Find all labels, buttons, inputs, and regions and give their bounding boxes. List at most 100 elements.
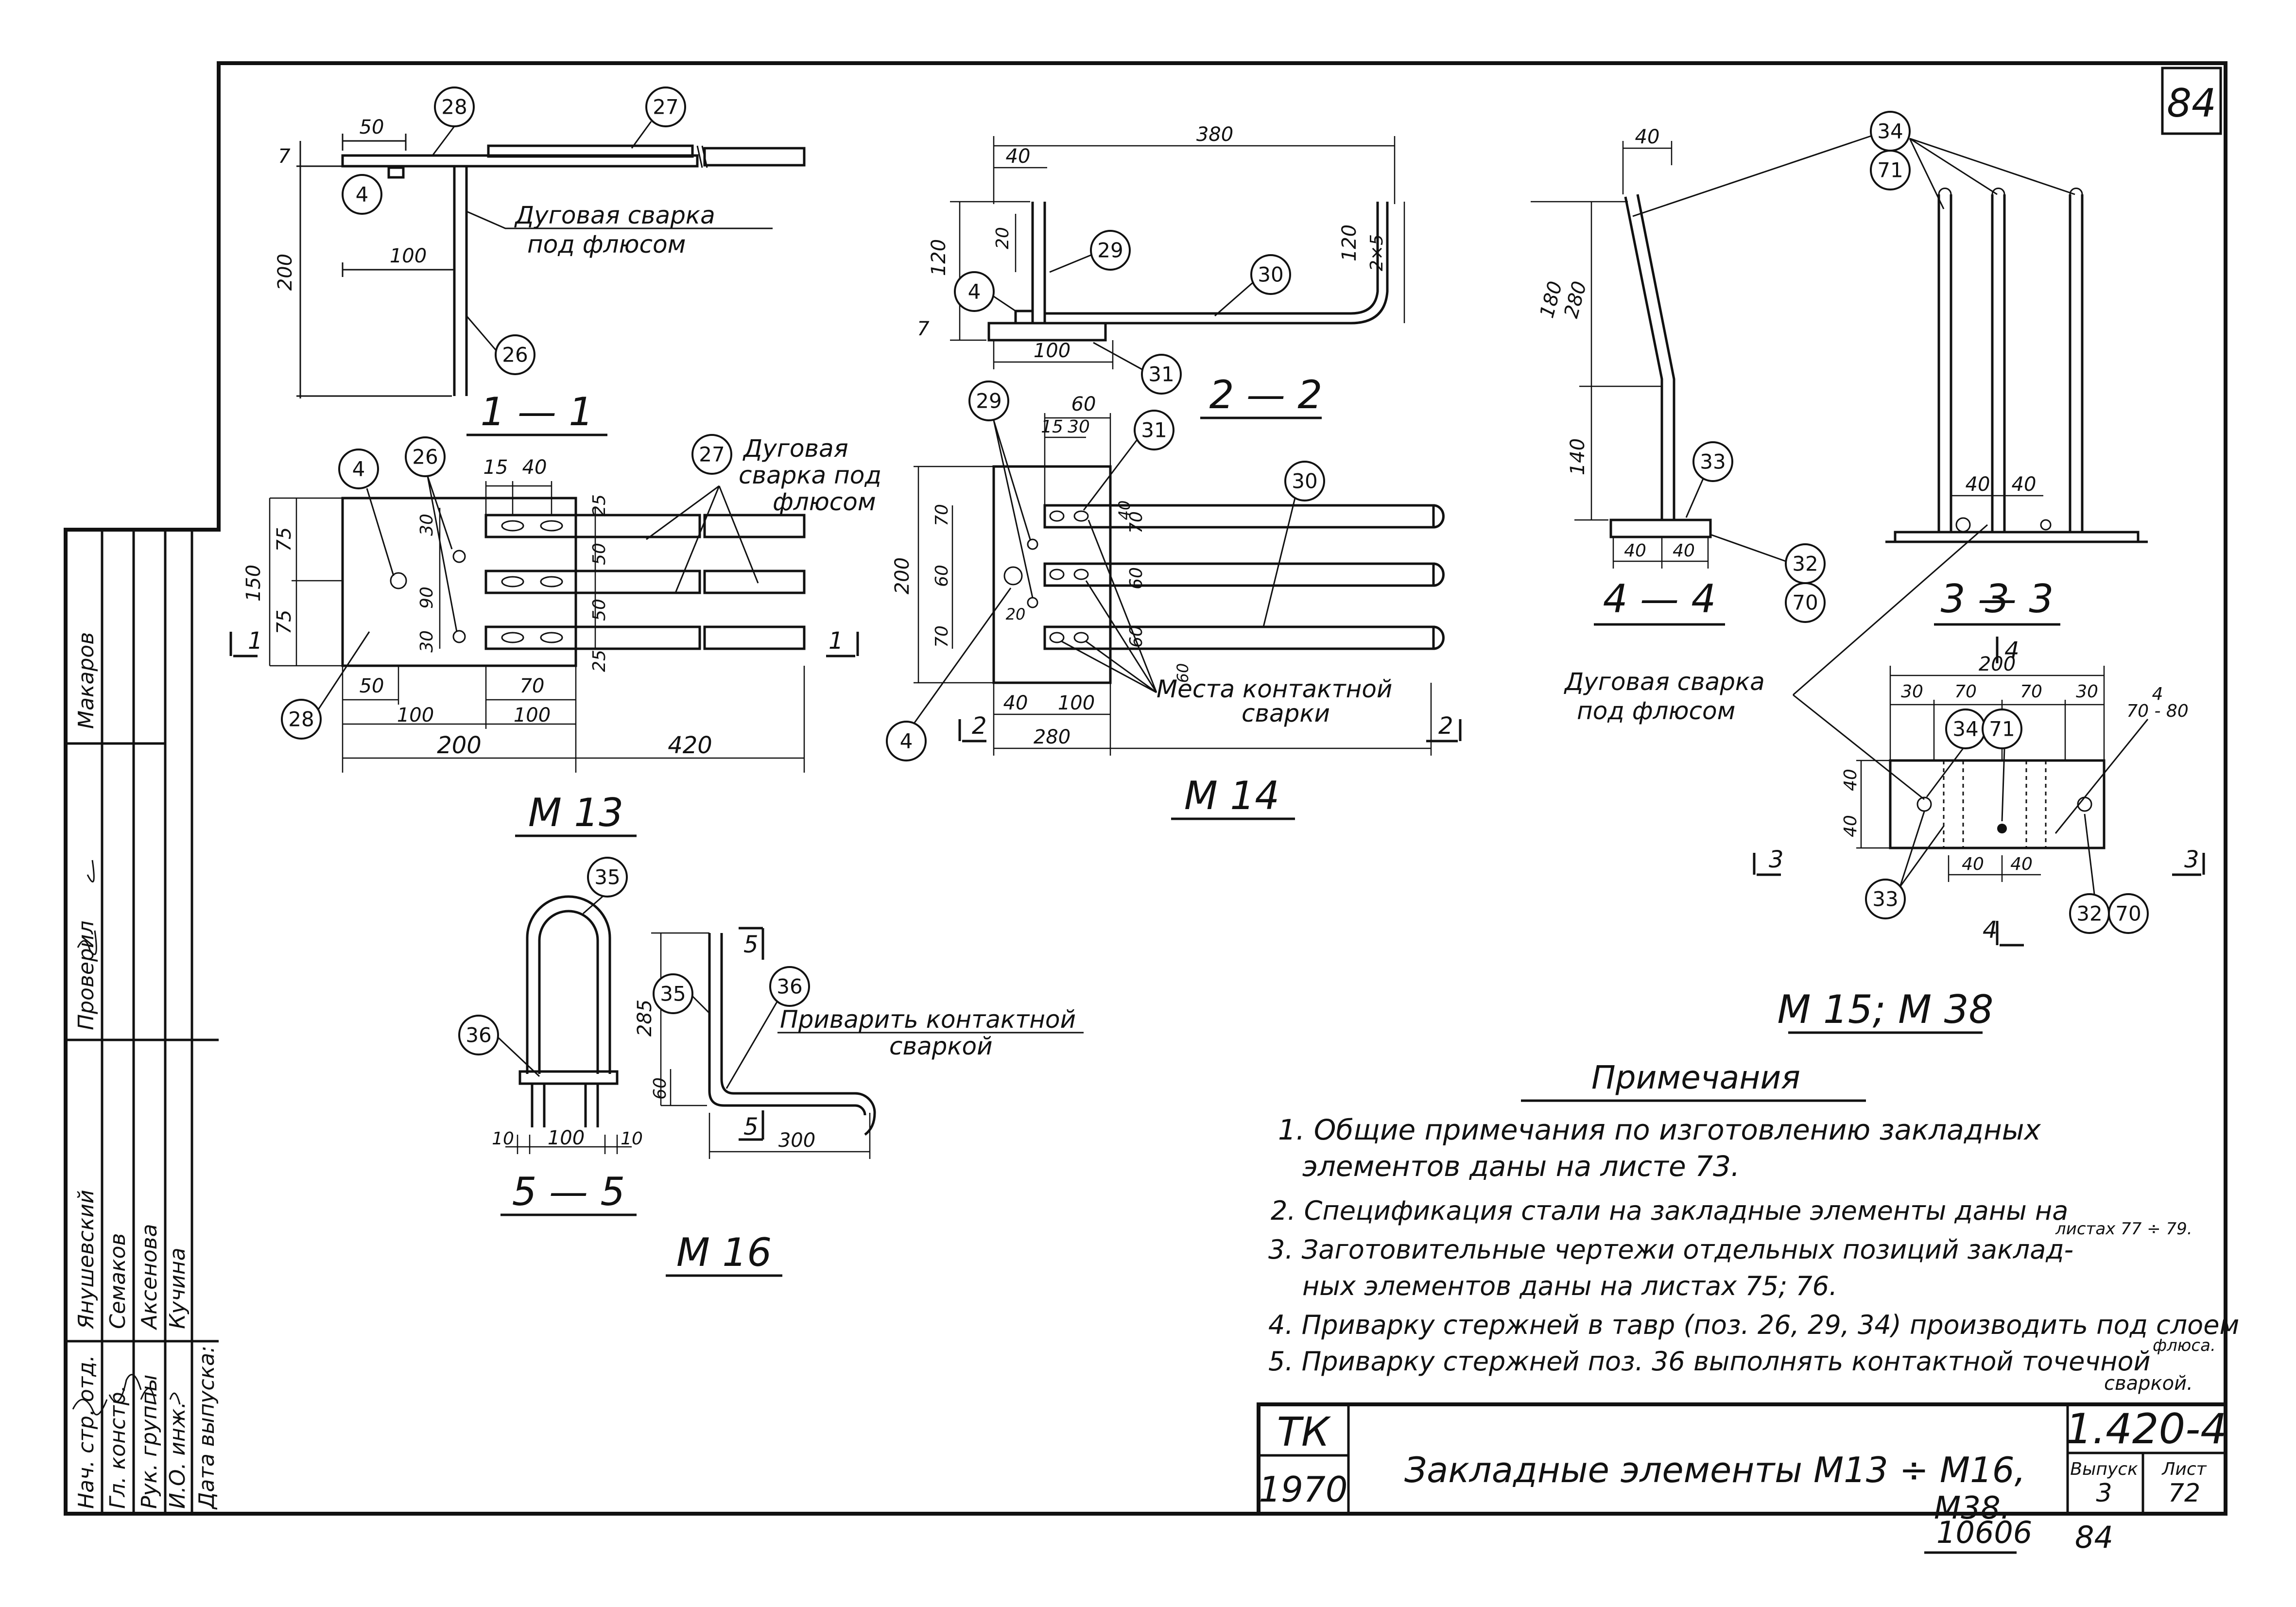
bubble-4-v22: 4 [954, 271, 995, 312]
svg-text:сваркой: сваркой [889, 1032, 993, 1060]
note-line-1: 1. Общие примечания по изготовлению закл… [1278, 1113, 2041, 1146]
name-a-4: Кучина [165, 1247, 190, 1329]
svg-text:3: 3 [1769, 846, 1784, 873]
svg-text:Дуговая сварка: Дуговая сварка [1564, 668, 1765, 696]
role-4: И.О. инж. [165, 1402, 190, 1509]
bubble-32-m15: 32 [2069, 893, 2110, 934]
svg-text:100: 100 [514, 704, 551, 726]
note-line-6: ных элементов даны на листах 75; 76. [1302, 1271, 1837, 1301]
svg-text:120: 120 [1338, 225, 1361, 261]
signature-scribble-2 [77, 860, 97, 955]
view-2-2: 380 40 120 20 7 100 120 2×5 29 4 30 31 2… [917, 123, 1405, 419]
svg-text:7: 7 [278, 145, 291, 168]
svg-text:40: 40 [1635, 126, 1660, 148]
view-label-3-3: 3 [1985, 576, 2010, 622]
svg-text:40: 40 [1841, 769, 1861, 791]
svg-text:100: 100 [1034, 340, 1070, 362]
svg-text:27: 27 [653, 95, 678, 119]
title-year: 1970 [1259, 1469, 1347, 1510]
element-m13: 150 75 75 15 40 30 90 30 25 50 50 25 50 … [229, 434, 881, 837]
svg-text:Дуговая сварка: Дуговая сварка [514, 201, 715, 229]
svg-text:Дуговая: Дуговая [742, 434, 848, 463]
title-main: Закладные элементы М13 ÷ М16, [1404, 1450, 2025, 1490]
svg-text:71: 71 [1877, 158, 1903, 182]
svg-text:4: 4 [968, 280, 981, 304]
svg-text:29: 29 [976, 389, 1001, 413]
svg-text:30: 30 [1292, 469, 1317, 493]
bubble-35b-m16: 35 [653, 973, 693, 1014]
svg-text:сварка под: сварка под [739, 461, 881, 489]
note-line-2: элементов даны на листе 73. [1302, 1150, 1740, 1183]
svg-text:100: 100 [548, 1127, 585, 1149]
svg-text:40: 40 [1624, 541, 1646, 561]
role-1: Нач. стр. отд. [74, 1355, 99, 1509]
view-label-1-1: 1 — 1 [481, 389, 594, 434]
svg-text:4: 4 [2004, 637, 2020, 664]
svg-text:под флюсом: под флюсом [527, 230, 686, 259]
title-series: 1.420-4 [2066, 1405, 2227, 1453]
element-m15-m38: 200 30 70 70 30 4 70 - 80 40 40 40 40 Ду… [1564, 524, 2205, 1034]
svg-text:75: 75 [273, 527, 295, 552]
svg-text:60: 60 [932, 565, 952, 587]
bubble-4-m13: 4 [338, 449, 379, 489]
svg-text:100: 100 [1058, 692, 1095, 714]
notes-heading: Примечания [1591, 1059, 1800, 1096]
title-main-2: М38. [1934, 1490, 2010, 1526]
svg-text:Места контактной: Места контактной [1157, 675, 1392, 703]
svg-text:30: 30 [1258, 263, 1283, 287]
svg-text:200: 200 [274, 254, 296, 291]
svg-text:200: 200 [437, 732, 482, 759]
view-label-m13: М 13 [528, 790, 623, 835]
svg-text:32: 32 [1792, 552, 1818, 576]
svg-text:7: 7 [917, 318, 930, 340]
bubble-30-v22: 30 [1250, 254, 1291, 295]
svg-text:34: 34 [1952, 717, 1978, 741]
svg-text:380: 380 [1196, 123, 1233, 146]
svg-text:4: 4 [356, 183, 369, 207]
svg-text:40: 40 [1966, 473, 1990, 496]
svg-text:70: 70 [2115, 902, 2141, 926]
svg-text:70: 70 [1792, 591, 1818, 615]
svg-text:40: 40 [1006, 145, 1031, 168]
bubble-70-v44: 70 [1785, 582, 1826, 623]
note-line-8: флюса. [2153, 1336, 2216, 1355]
sheet-number: 84 [2167, 81, 2216, 126]
svg-text:40: 40 [1841, 815, 1861, 837]
bubble-36b-m16: 36 [769, 966, 810, 1007]
bubble-29-m14: 29 [968, 380, 1009, 421]
svg-text:285: 285 [634, 1000, 656, 1037]
svg-text:4: 4 [2152, 684, 2163, 704]
bubble-70-m15: 70 [2108, 893, 2149, 934]
role-3: Рук. группы [137, 1375, 162, 1509]
svg-text:4: 4 [900, 729, 913, 753]
svg-text:100: 100 [397, 704, 434, 726]
svg-text:10: 10 [492, 1129, 514, 1149]
view-label-5-5: 5 — 5 [512, 1169, 625, 1214]
svg-text:36: 36 [777, 975, 802, 999]
svg-text:50: 50 [589, 599, 609, 621]
svg-text:140: 140 [1567, 438, 1589, 475]
svg-text:Приварить контактной: Приварить контактной [780, 1005, 1076, 1034]
svg-text:29: 29 [1097, 239, 1123, 262]
svg-text:30: 30 [1068, 417, 1090, 437]
note-line-3: 2. Спецификация стали на закладные элеме… [1271, 1195, 2068, 1226]
svg-text:60: 60 [1126, 625, 1146, 648]
svg-text:15: 15 [483, 456, 508, 479]
svg-text:40: 40 [1003, 692, 1028, 714]
sheet-frame: 84 [64, 61, 2227, 1516]
note-line-5: 3. Заготовительные чертежи отдельных поз… [1268, 1234, 2073, 1265]
svg-text:под флюсом: под флюсом [1577, 697, 1735, 725]
svg-text:30: 30 [417, 514, 437, 536]
svg-text:75: 75 [273, 610, 295, 635]
svg-text:32: 32 [2076, 902, 2102, 926]
svg-text:33: 33 [1872, 887, 1898, 911]
svg-text:1: 1 [829, 627, 844, 655]
svg-text:40: 40 [1673, 541, 1695, 561]
svg-text:30: 30 [1901, 682, 1923, 702]
title-sheet-label: Лист [2161, 1459, 2207, 1479]
svg-text:30: 30 [417, 630, 437, 653]
title-issue: 3 [2096, 1479, 2112, 1508]
svg-text:50: 50 [360, 675, 384, 697]
name-a-2: Семаков [105, 1233, 130, 1329]
